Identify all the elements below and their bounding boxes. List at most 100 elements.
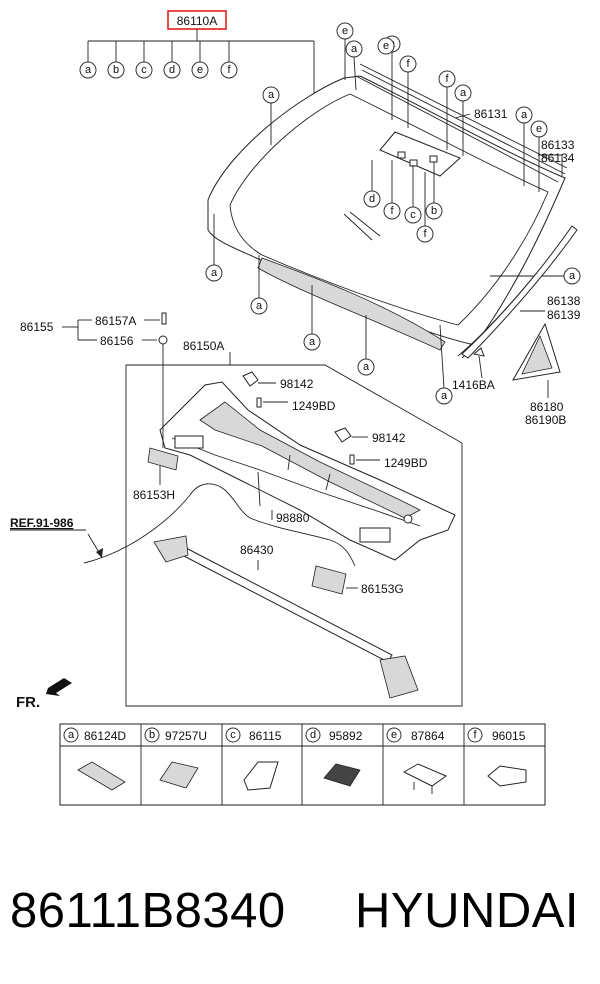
side-molding[interactable] <box>461 225 578 359</box>
legend-cell-a[interactable]: a 86124D <box>63 727 126 791</box>
header-callouts: a b c d e f <box>79 61 238 79</box>
clip-1416BA[interactable] <box>472 347 485 357</box>
callout-bubble: a <box>79 61 97 79</box>
svg-text:a: a <box>85 64 92 76</box>
svg-text:a: a <box>441 390 448 402</box>
bracket-86155 <box>62 319 160 341</box>
part-87864-icon <box>402 763 448 787</box>
screw-1249BD-right[interactable] <box>349 454 355 465</box>
svg-text:96015: 96015 <box>492 729 526 743</box>
corner-garnish[interactable] <box>512 322 561 381</box>
part-label-86134[interactable]: 86134 <box>541 151 575 165</box>
cowl-top-panel[interactable] <box>159 381 456 561</box>
part-label-98142-a[interactable]: 98142 <box>280 377 314 391</box>
part-label-98142-b[interactable]: 98142 <box>372 431 406 445</box>
front-arrow-icon <box>46 678 72 696</box>
part-label-86156[interactable]: 86156 <box>100 334 134 348</box>
ref-label[interactable]: REF.91-986 <box>10 516 74 530</box>
part-label-1249BD-a[interactable]: 1249BD <box>292 399 336 413</box>
part-label-86131[interactable]: 86131 <box>474 107 508 121</box>
part-label-86139[interactable]: 86139 <box>547 308 581 322</box>
assembly-number: 86110A <box>177 14 217 28</box>
svg-text:f: f <box>473 729 477 741</box>
callout-bubble: f <box>383 202 401 220</box>
svg-text:e: e <box>391 729 397 741</box>
svg-text:a: a <box>268 89 275 101</box>
callout-bubble: a <box>454 84 472 102</box>
glass-leaders <box>213 39 564 389</box>
legend-cell-d[interactable]: d 95892 <box>305 727 363 787</box>
part-96015-icon <box>487 765 527 787</box>
svg-text:95892: 95892 <box>329 729 363 743</box>
part-label-86133[interactable]: 86133 <box>541 138 575 152</box>
legend-cell-c[interactable]: c 86115 <box>225 727 282 791</box>
callout-bubble: a <box>250 297 268 315</box>
svg-text:e: e <box>342 25 348 37</box>
callout-bubble: a <box>205 264 223 282</box>
svg-text:c: c <box>410 209 416 221</box>
svg-text:c: c <box>141 64 147 76</box>
nozzle-98142-left[interactable] <box>242 371 259 387</box>
svg-text:a: a <box>351 43 358 55</box>
svg-text:86115: 86115 <box>249 729 282 743</box>
svg-text:97257U: 97257U <box>165 729 207 743</box>
svg-text:f: f <box>445 73 449 85</box>
nozzle-86157A[interactable] <box>161 312 167 325</box>
seal-86153G[interactable] <box>311 565 347 595</box>
part-86115-icon <box>243 761 279 791</box>
svg-text:d: d <box>310 729 316 741</box>
part-label-86190B[interactable]: 86190B <box>525 413 566 427</box>
svg-text:a: a <box>460 87 467 99</box>
svg-text:b: b <box>149 729 155 741</box>
callout-bubble: f <box>220 61 238 79</box>
svg-text:d: d <box>369 193 375 205</box>
part-label-98880[interactable]: 98880 <box>276 511 310 525</box>
svg-text:a: a <box>363 361 370 373</box>
part-label-86153H[interactable]: 86153H <box>133 488 175 502</box>
grommet-86156[interactable] <box>158 335 168 345</box>
seal-86153H[interactable] <box>147 447 179 471</box>
callout-bubble: e <box>530 120 548 138</box>
footer-part-number: 86111B8340 <box>10 884 286 938</box>
legend-cell-f[interactable]: f 96015 <box>467 727 527 787</box>
callout-bubble: a <box>262 86 280 104</box>
screw-1249BD-left[interactable] <box>256 397 262 408</box>
part-97257U-icon <box>159 761 199 789</box>
callout-bubble: a <box>515 106 533 124</box>
part-label-1416BA[interactable]: 1416BA <box>452 378 495 392</box>
svg-text:f: f <box>390 205 394 217</box>
callout-bubble: d <box>163 61 181 79</box>
nozzle-98142-right[interactable] <box>334 427 352 443</box>
svg-text:b: b <box>431 205 437 217</box>
part-label-86138[interactable]: 86138 <box>547 294 581 308</box>
callout-bubble: f <box>399 55 417 73</box>
part-label-86157A[interactable]: 86157A <box>95 314 136 328</box>
part-label-1249BD-b[interactable]: 1249BD <box>384 456 428 470</box>
legend-cell-b[interactable]: b 97257U <box>144 727 207 789</box>
cowl-bar-86430[interactable] <box>153 535 419 699</box>
svg-text:e: e <box>536 123 542 135</box>
svg-text:87864: 87864 <box>411 729 445 743</box>
legend-cell-e[interactable]: e 87864 <box>386 727 448 794</box>
cowl-frame <box>125 352 463 707</box>
part-label-86150A[interactable]: 86150A <box>183 339 224 353</box>
part-95892-icon <box>323 763 361 787</box>
callout-bubble: a <box>303 333 321 351</box>
svg-text:c: c <box>230 729 236 741</box>
svg-text:e: e <box>383 40 389 52</box>
svg-text:d: d <box>169 64 175 76</box>
callout-bubble: d <box>363 190 381 208</box>
callout-bubble: c <box>404 206 422 224</box>
footer-brand: HYUNDAI <box>355 884 579 938</box>
svg-text:a: a <box>309 336 316 348</box>
part-label-86155[interactable]: 86155 <box>20 320 54 334</box>
callout-bubble: b <box>425 202 443 220</box>
svg-text:b: b <box>113 64 119 76</box>
part-label-86153G[interactable]: 86153G <box>361 582 404 596</box>
part-label-86430[interactable]: 86430 <box>240 543 274 557</box>
part-label-86180[interactable]: 86180 <box>530 400 564 414</box>
washer-hose-98880[interactable] <box>83 471 356 567</box>
svg-text:f: f <box>423 228 427 240</box>
callout-bubble: f <box>416 225 434 243</box>
